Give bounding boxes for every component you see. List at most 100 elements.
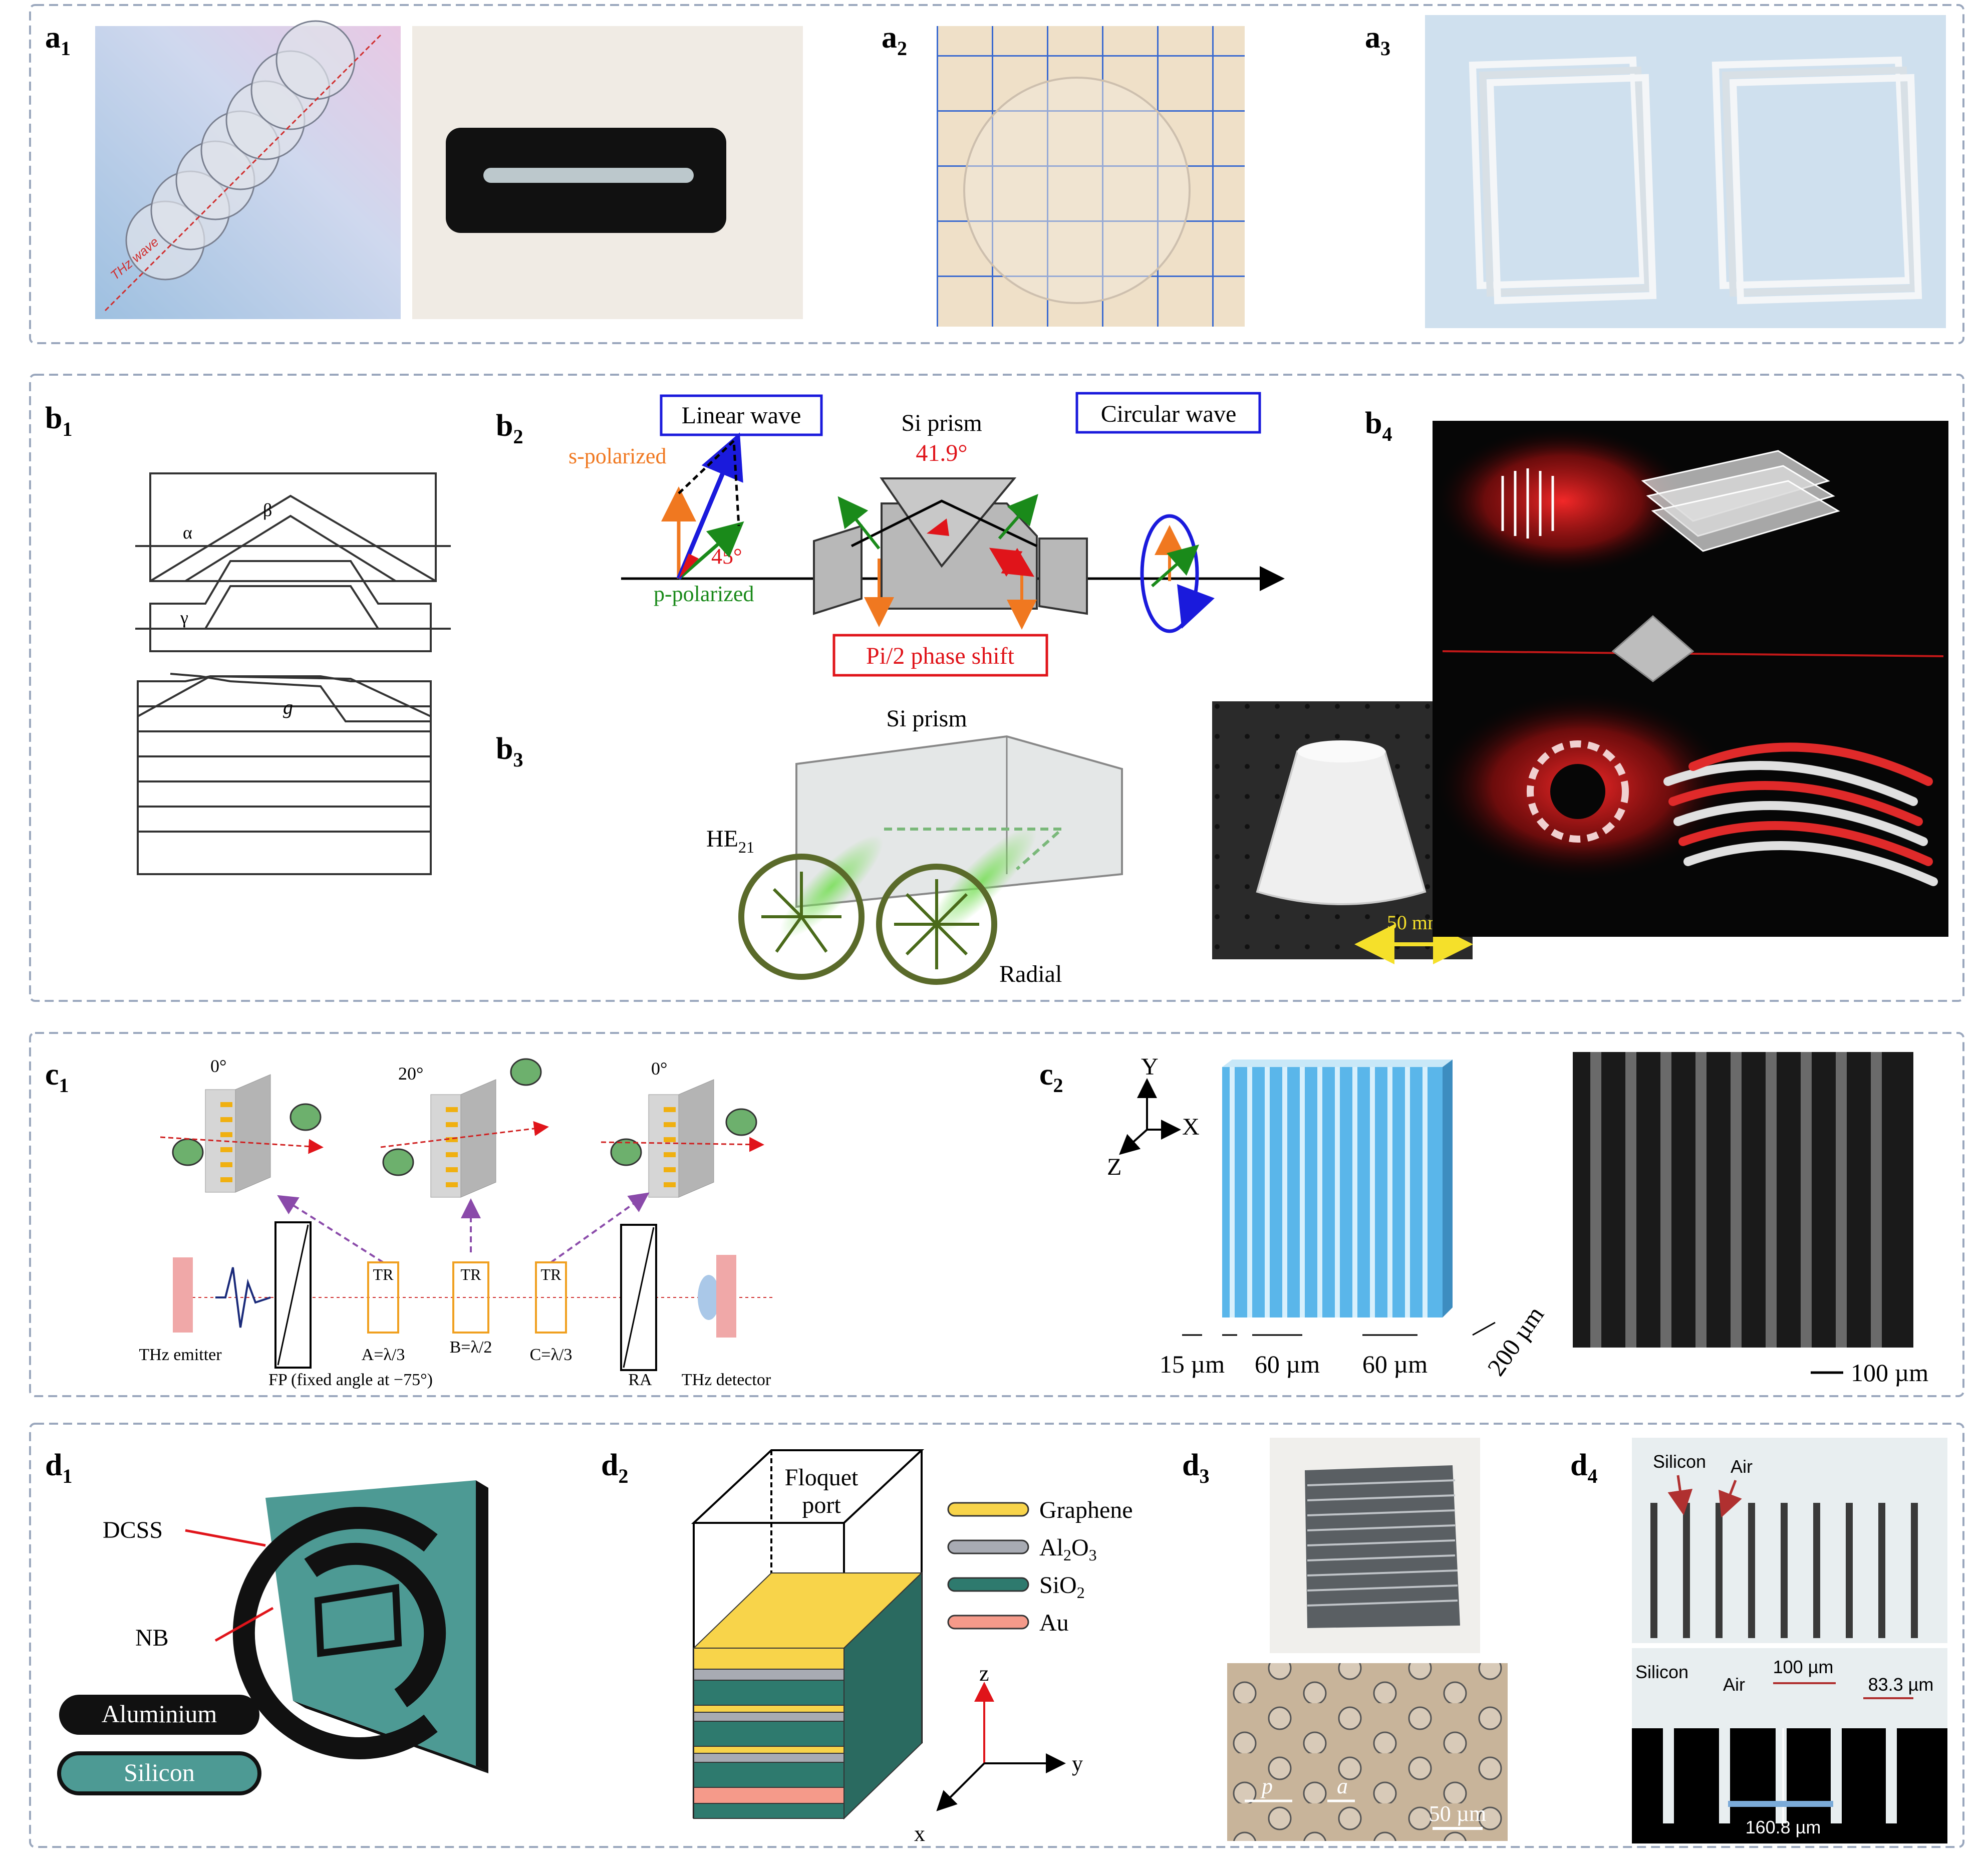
c2-d60b: 60 µm	[1362, 1350, 1428, 1378]
c2-dimension-lines	[1182, 1321, 1496, 1336]
c2-scale: 100 µm	[1851, 1359, 1928, 1387]
d4-bottom-silicon: Silicon	[1635, 1662, 1688, 1682]
c1-detector-lens	[698, 1275, 720, 1320]
b3-dashed-beam	[884, 828, 1066, 871]
a3-stacked-frame-right	[1712, 56, 1922, 305]
d4-top-silicon: Silicon	[1653, 1451, 1706, 1472]
c1-tr-c	[535, 1261, 567, 1334]
label-d4: d4	[1570, 1448, 1597, 1487]
a3-stacked-frame-left	[1469, 56, 1657, 305]
b3-green-glow-left	[780, 835, 883, 938]
b1-g-label: g	[283, 696, 293, 718]
label-b4: b4	[1365, 406, 1392, 445]
c2-micrograph-stripes	[1590, 1052, 1882, 1348]
b2-phase-shift-box	[832, 634, 1048, 677]
c1-tr-b-label: TR	[461, 1265, 482, 1283]
svg-text:0°: 0°	[651, 1059, 667, 1079]
label-d2: d2	[601, 1448, 628, 1487]
svg-text:20°: 20°	[398, 1064, 423, 1084]
panel-d3: d3 p a 50 µm	[1182, 1438, 1508, 1841]
label-d3: d3	[1182, 1448, 1209, 1487]
label-c1: c1	[45, 1057, 69, 1097]
d1-block-side	[476, 1480, 488, 1773]
label-a2: a2	[882, 21, 907, 60]
d4-top-air: Air	[1731, 1456, 1753, 1477]
c1-thz-detector-label: THz detector	[682, 1371, 771, 1389]
panel-b3: b3 Si prism HE21 Radial 50 mm	[496, 701, 1473, 987]
b2-angle: 41.9°	[916, 440, 967, 466]
c1-b-label: B=λ/2	[450, 1338, 492, 1357]
b1-gamma: γ	[180, 608, 188, 628]
d3-micrograph-holes	[1227, 1663, 1508, 1841]
d1-dcss-rings	[232, 1507, 446, 1759]
d4-bottom-top-band	[1632, 1648, 1947, 1728]
d1-nb-bar	[314, 1583, 402, 1657]
b3-he21-mode-ring	[738, 854, 865, 980]
b4-ring-mode	[1527, 740, 1629, 843]
b2-green-right	[998, 493, 1038, 540]
b2-green-left	[837, 496, 881, 550]
c1-thz-emitter	[173, 1257, 193, 1333]
b3-radial: Radial	[999, 961, 1062, 987]
c1-c-label: C=λ/3	[530, 1346, 573, 1364]
c2-micrograph	[1573, 1052, 1913, 1348]
b2-circ-blue-arrow	[1177, 584, 1215, 629]
label-a1: a1	[45, 21, 71, 60]
frame-d	[29, 1423, 1964, 1848]
b1-grating-middle	[135, 560, 451, 652]
c1-tr-b	[452, 1261, 489, 1334]
d1-silicon: Silicon	[124, 1758, 195, 1786]
panel-c1: c1 0° 20° 0°	[45, 1056, 774, 1389]
d2-legend-graphene: Graphene	[1039, 1497, 1133, 1523]
a2-thin-film-disc	[963, 77, 1191, 304]
d3-stack-plates	[1307, 1479, 1458, 1607]
d2-axis-x: x	[914, 1821, 925, 1846]
d1-silicon-chip	[57, 1751, 261, 1795]
b4-cone	[1611, 615, 1694, 682]
frame-a	[29, 4, 1964, 344]
label-c2: c2	[1039, 1057, 1063, 1097]
label-b1: b1	[45, 401, 72, 440]
b2-45-wedge	[679, 554, 699, 579]
b1-beta: β	[263, 500, 272, 520]
panel-d2: d2 Floquet port Gr	[601, 1448, 1133, 1846]
d1-nb: NB	[135, 1625, 169, 1651]
b2-prism-assembly	[813, 477, 1088, 615]
b2-circular-wave-box	[1075, 392, 1261, 434]
c1-fp-label: FP (fixed angle at −75°)	[268, 1371, 433, 1389]
c1-tr-block-1: 0°	[160, 1056, 324, 1193]
panel-a2: a2	[882, 21, 1245, 327]
d4-h160-bar	[1728, 1801, 1833, 1807]
b3-he21: HE21	[706, 826, 754, 856]
b2-s-polarized: s-polarized	[569, 444, 666, 468]
d2-axis-z: z	[979, 1661, 989, 1686]
panel-c2: c2 Y X Z 15 µm 60 µm 60 µm	[1039, 1052, 1928, 1387]
b4-ring-hole	[1550, 764, 1605, 819]
c2-d60a: 60 µm	[1255, 1350, 1320, 1378]
b4-stacked-plates	[1641, 450, 1840, 552]
c1-tr-a-label: TR	[373, 1265, 394, 1283]
a1-cylinder-slot	[483, 168, 694, 183]
panel-b4: b4	[1365, 406, 1948, 937]
b2-linear-wave-box	[660, 394, 823, 436]
panel-d1: d1 DCSS NB Aluminium Silicon	[45, 1448, 488, 1795]
d2-legend-al2o3: Al2O3	[1039, 1534, 1097, 1564]
c1-tr-a	[367, 1261, 399, 1334]
b2-p-arrow	[677, 521, 744, 580]
d1-aluminium: Aluminium	[102, 1700, 217, 1728]
d1-dcss-line	[185, 1529, 266, 1547]
d3-a: a	[1337, 1774, 1348, 1798]
d3-p: p	[1260, 1774, 1273, 1798]
b3-green-glow-right	[927, 827, 1037, 937]
b3-prism-shape	[795, 735, 1123, 908]
b3-radial-mode-ring	[876, 864, 997, 985]
d4-h160: 160.8 µm	[1746, 1817, 1821, 1837]
b2-linear-wave: Linear wave	[682, 402, 801, 429]
b2-circ-green	[1151, 545, 1199, 588]
c2-axis-z: Z	[1107, 1154, 1121, 1180]
b4-beam-line	[1442, 650, 1944, 657]
d4-bottom-air: Air	[1723, 1674, 1745, 1695]
d1-nb-line	[214, 1607, 274, 1642]
c1-thz-detector	[716, 1255, 736, 1338]
b1-alpha: α	[183, 522, 192, 543]
